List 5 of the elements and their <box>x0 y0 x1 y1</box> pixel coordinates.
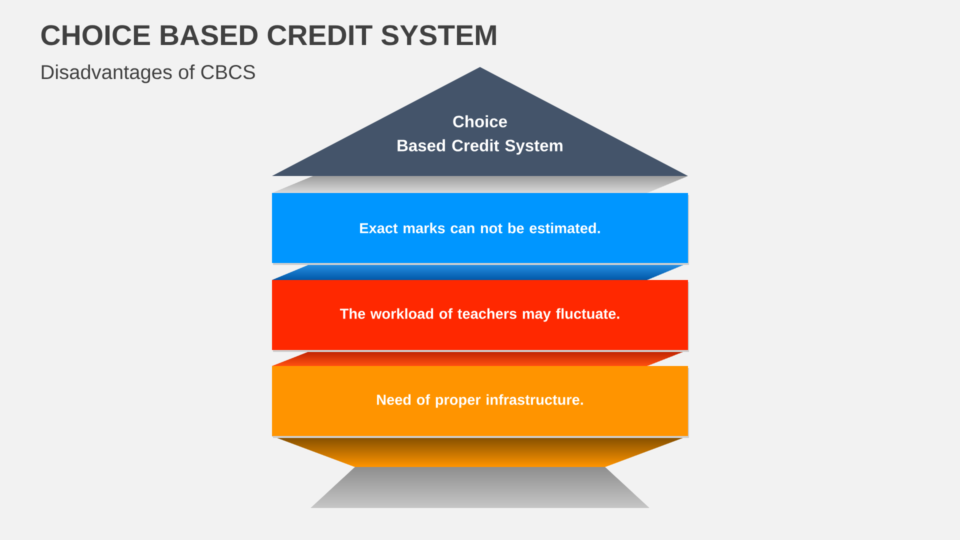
text-band: Exact marks can not be estimated. <box>272 193 689 265</box>
text-band: Need of proper infrastructure. <box>272 366 689 438</box>
title: CHOICE BASED CREDIT SYSTEM <box>41 25 496 46</box>
text-band: The workload of teachers may fluctuate. <box>272 280 689 352</box>
roof-triangle: Choice Based Credit System <box>272 67 688 176</box>
